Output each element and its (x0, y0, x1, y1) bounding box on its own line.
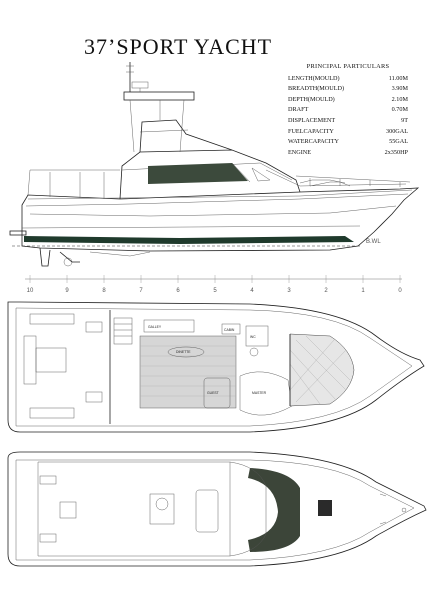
cabin-label: CABIN (224, 328, 235, 332)
station-number: 3 (287, 288, 291, 294)
hull-stripe (24, 236, 354, 244)
station-number: 4 (250, 288, 254, 294)
guest-label: GUEST (207, 391, 219, 395)
drawing-title: 37’SPORT YACHT (84, 34, 273, 59)
principal-particulars: PRINCIPAL PARTICULARS LENGTH(MOULD)11.00… (288, 62, 408, 158)
deck-hull-outline (7, 451, 427, 567)
station-number: 9 (65, 288, 69, 294)
salon-sole (139, 335, 237, 409)
spec-row: BREADTH(MOULD)3.90M (288, 85, 408, 93)
station-number: 2 (324, 288, 328, 294)
cabin-window (148, 163, 248, 184)
plan-hull-outline (7, 301, 425, 433)
station-number: 0 (398, 288, 402, 294)
station-number: 6 (176, 288, 180, 294)
station-number: 10 (27, 288, 34, 294)
station-number: 5 (213, 288, 217, 294)
hull-outline (21, 187, 420, 252)
specs-heading: PRINCIPAL PARTICULARS (306, 63, 390, 70)
spec-row: DEPTH(MOULD)2.10M (288, 95, 408, 103)
dinette-label: DINETTE (176, 350, 191, 354)
master-label: MASTER (252, 391, 267, 395)
station-number: 7 (139, 288, 143, 294)
toilet-label: WC (250, 335, 256, 339)
foredeck-pad (248, 468, 300, 552)
galley-label: GALLEY (148, 325, 162, 329)
spec-row: LENGTH(MOULD)11.00M (288, 74, 408, 82)
accommodation-plan: GALLEY DINETTE GUEST MASTER WC CABIN (7, 301, 425, 433)
hatch (318, 500, 332, 516)
waterline-label: B.WL (366, 239, 381, 245)
station-number: 1 (361, 288, 365, 294)
flybridge (139, 119, 233, 153)
station-number: 8 (102, 288, 106, 294)
deck-plan (7, 451, 427, 567)
side-profile: B.WL (9, 62, 420, 267)
